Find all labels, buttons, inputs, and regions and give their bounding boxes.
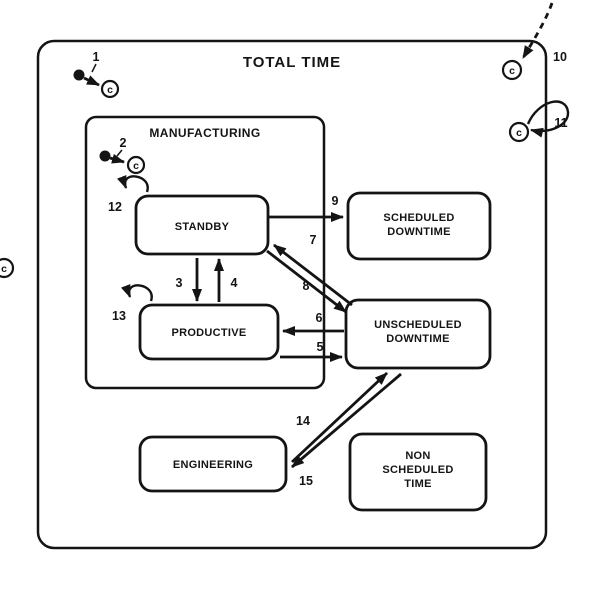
transition-14: 14	[291, 371, 388, 464]
connector-c-1-label: c	[107, 84, 113, 96]
productive-box	[138, 303, 280, 361]
connector-c-2-circle	[126, 155, 146, 175]
engineering-label: ENGINEERING	[173, 459, 253, 471]
transition-10-dashed-arrow	[521, 2, 554, 59]
scheduled-downtime-label-line1: SCHEDULED	[383, 212, 454, 224]
transition-12-loop-arrow	[117, 175, 149, 193]
non-scheduled-time-label-line2: SCHEDULED	[382, 464, 453, 476]
transition-3-label: 3	[176, 276, 183, 290]
transition-8-label: 8	[303, 279, 310, 293]
transition-13: 13	[112, 284, 153, 323]
state-scheduled-downtime: SCHEDULED DOWNTIME	[346, 191, 492, 261]
scheduled-downtime-label-line2: DOWNTIME	[387, 226, 451, 238]
state-unscheduled-downtime: UNSCHEDULED DOWNTIME	[344, 298, 492, 370]
transition-13-label: 13	[112, 309, 126, 323]
connector-c-10: c	[501, 59, 523, 81]
unscheduled-downtime-label-line1: UNSCHEDULED	[374, 319, 462, 331]
manufacturing-box	[84, 115, 326, 390]
transition-1-leader-line	[91, 63, 97, 73]
transition-8-arrow	[266, 249, 347, 314]
transition-3: 3	[176, 258, 202, 302]
standby-label: STANDBY	[175, 221, 230, 233]
transition-2-leader-line	[116, 149, 123, 157]
transition-7: 7	[273, 233, 353, 307]
transition-10: c 10	[501, 2, 567, 81]
transition-11-label: 11	[554, 116, 567, 130]
transition-13-loop-arrow	[121, 284, 153, 302]
transition-9-label: 9	[332, 194, 339, 208]
connector-c-1-circle	[100, 79, 120, 99]
transition-2-label: 2	[120, 136, 127, 150]
connector-c-left-edge: c	[0, 257, 15, 279]
transition-14-arrow	[291, 371, 388, 464]
productive-label: PRODUCTIVE	[171, 327, 246, 339]
total-time-title: TOTAL TIME	[243, 54, 341, 71]
connector-c-2: c	[126, 155, 146, 175]
transition-4-label: 4	[231, 276, 238, 290]
connector-c-10-label: c	[509, 65, 515, 77]
transition-12: 12	[108, 175, 149, 214]
scheduled-downtime-box	[346, 191, 492, 261]
connector-c-10-circle	[501, 59, 523, 81]
transition-7-arrow	[273, 243, 353, 307]
connector-c-11-label: c	[516, 127, 522, 139]
manufacturing-label: MANUFACTURING	[149, 126, 260, 140]
transition-5-label: 5	[317, 340, 324, 354]
transition-6-label: 6	[316, 311, 323, 325]
connector-c-left-circle	[0, 257, 15, 279]
transition-15: 15	[291, 372, 402, 488]
state-engineering: ENGINEERING	[138, 435, 288, 493]
transition-1: 1 c	[73, 50, 120, 99]
transition-6: 6	[282, 311, 344, 336]
transition-10-label: 10	[553, 50, 567, 64]
initial-state-dot-2	[99, 150, 111, 162]
transition-8: 8	[266, 249, 347, 314]
transition-1-label: 1	[93, 50, 100, 64]
transition-11-loop-arrow	[526, 100, 570, 138]
total-time-box	[36, 39, 548, 550]
transition-2-arrow	[109, 153, 125, 164]
transition-12-label: 12	[108, 200, 122, 214]
transition-5: 5	[280, 340, 343, 362]
transition-2: 2 c	[99, 136, 146, 175]
transition-15-arrow	[291, 372, 402, 469]
non-scheduled-time-label-line1: NON	[405, 450, 430, 462]
transition-11: c 11	[508, 100, 570, 143]
transition-7-label: 7	[310, 233, 317, 247]
initial-state-dot	[73, 69, 85, 81]
unscheduled-downtime-box	[344, 298, 492, 370]
connector-c-11-circle	[508, 121, 530, 143]
state-productive: PRODUCTIVE	[138, 303, 280, 361]
non-scheduled-time-label-line3: TIME	[404, 478, 431, 490]
standby-box	[134, 194, 270, 256]
transition-4: 4	[214, 258, 238, 302]
connector-c-1: c	[100, 79, 120, 99]
connector-c-11: c	[508, 121, 530, 143]
transition-9: 9	[269, 194, 344, 222]
connector-c-left-label: c	[1, 263, 7, 275]
state-standby: STANDBY	[134, 194, 270, 256]
non-scheduled-time-box	[348, 432, 488, 512]
engineering-box	[138, 435, 288, 493]
unscheduled-downtime-label-line2: DOWNTIME	[386, 333, 450, 345]
state-non-scheduled-time: NON SCHEDULED TIME	[348, 432, 488, 512]
transition-14-label: 14	[296, 414, 310, 428]
transition-15-label: 15	[299, 474, 313, 488]
connector-c-2-label: c	[133, 160, 139, 172]
transition-1-arrow	[83, 75, 100, 87]
